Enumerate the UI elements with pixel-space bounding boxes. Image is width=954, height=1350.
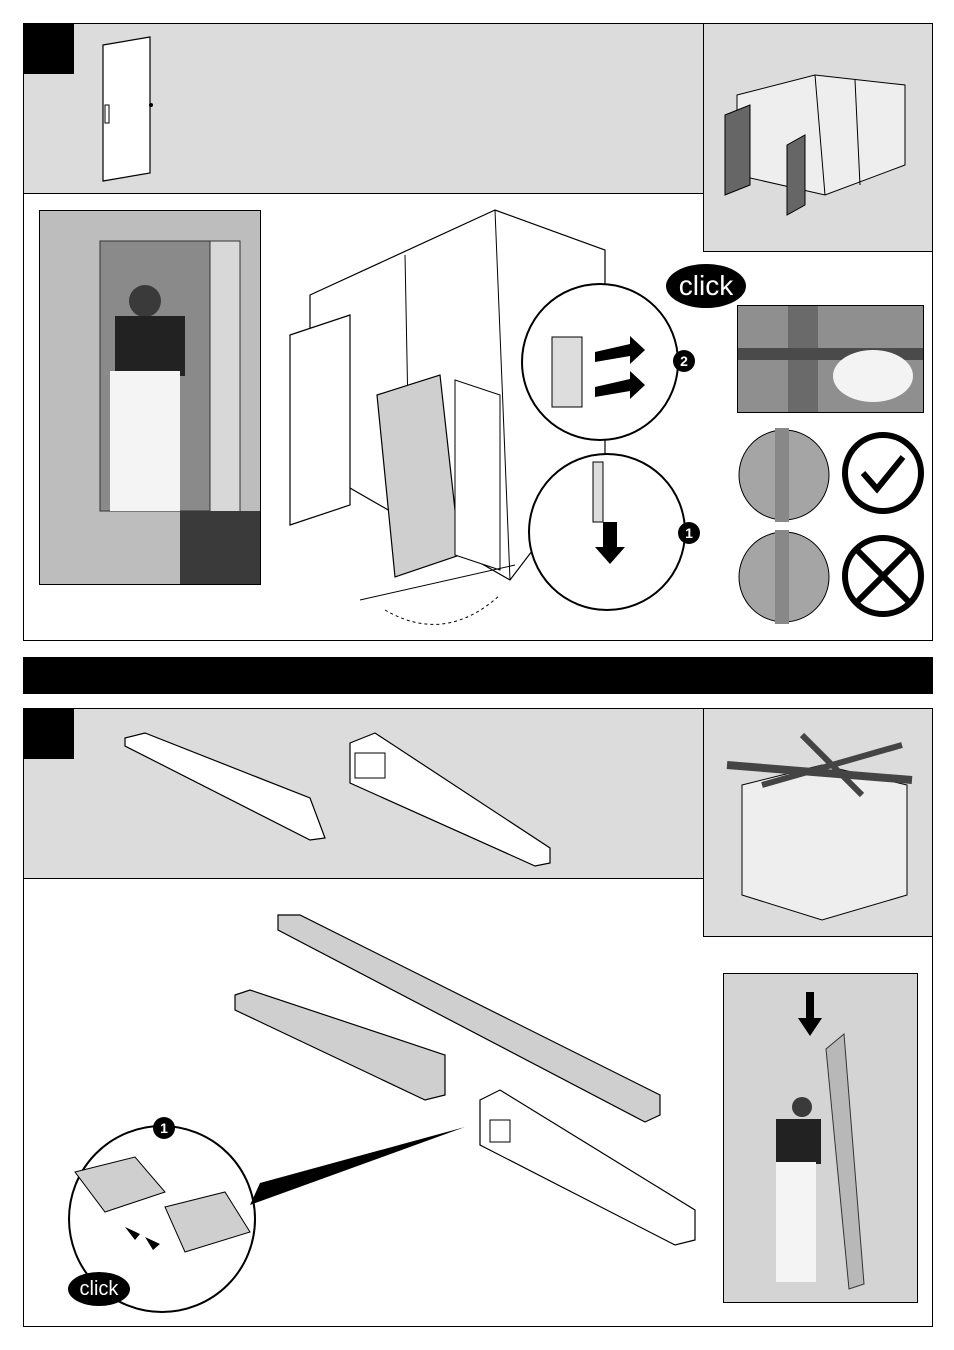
roof-beam-icon [120,728,330,848]
step-badge-1-bottom: 1 [153,1117,175,1139]
zoom-detail-2 [520,282,680,447]
roof-overview-illustration [722,725,917,920]
step-number-tab-2 [24,709,74,759]
click-callout-bottom: click [68,1272,130,1306]
step-badge-2: 2 [673,350,695,372]
hinge-detail-photo [737,305,924,413]
step-number-tab [24,24,74,74]
down-arrow-icon [798,992,822,1036]
door-panel-icon [95,35,165,185]
worker-door-photo [39,210,261,585]
shed-overview-illustration [715,45,920,225]
pointer-wedge [250,1125,465,1205]
checkmark-icon [841,431,925,515]
step-badge-1: 1 [678,522,700,544]
wrong-detail-circle [737,530,831,624]
zoom-detail-1 [527,452,687,617]
section-divider-bar [23,657,933,694]
correct-detail-circle [737,428,831,522]
cross-icon [841,534,925,618]
roof-beam-vented-part [345,728,560,870]
click-callout: click [666,264,746,308]
